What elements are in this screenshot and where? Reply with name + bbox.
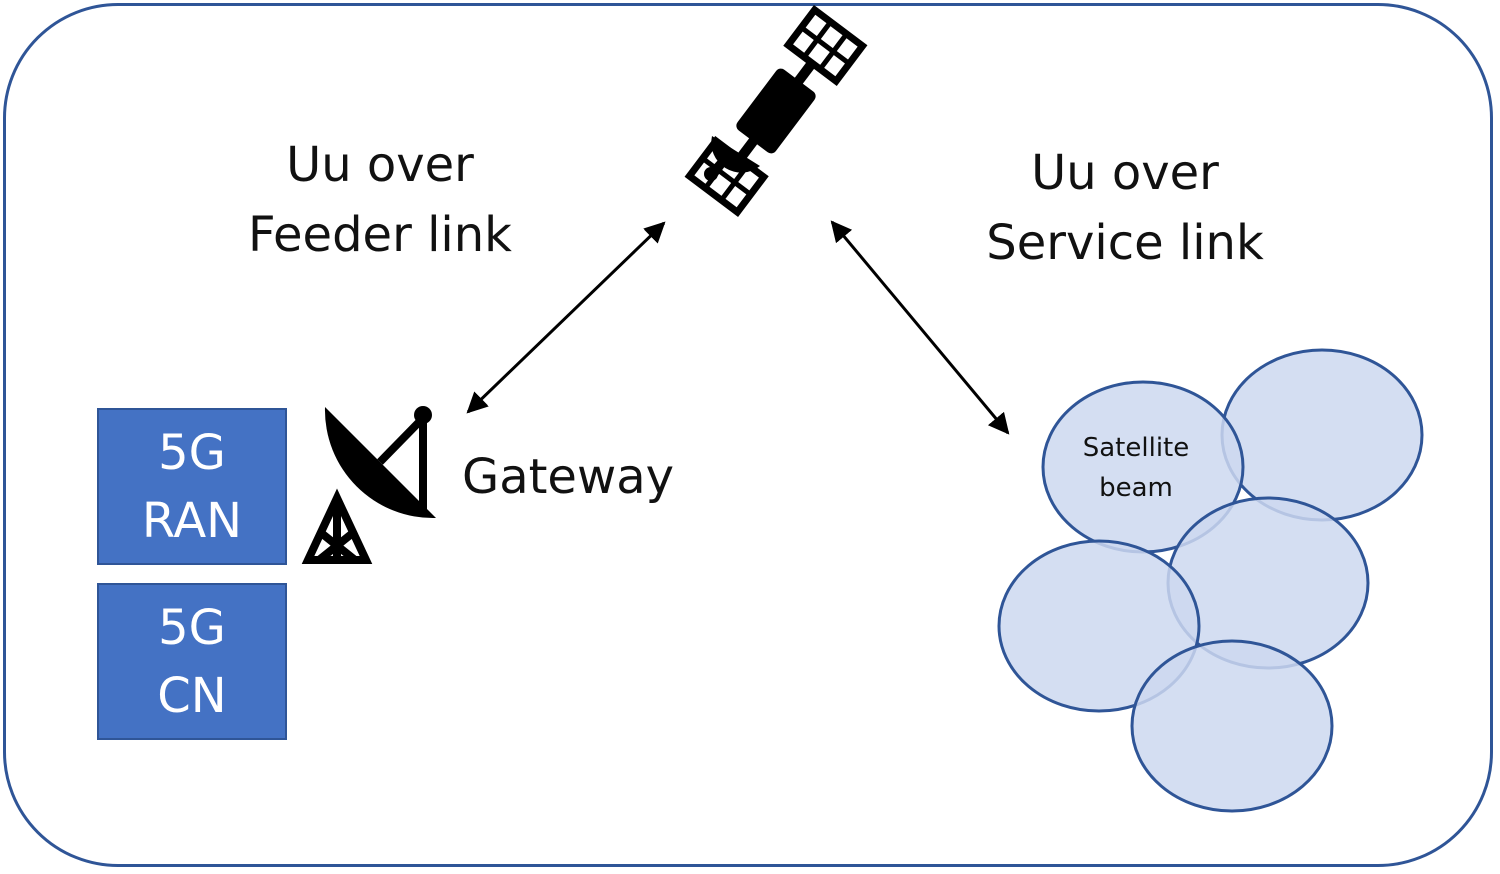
feeder-link-label: Uu over Feeder link [230,130,530,270]
service-link-label: Uu over Service link [965,138,1285,278]
service-link-arrow [830,220,1010,435]
beam-ellipse [1220,348,1424,522]
service-link-label-line1: Uu over [1031,145,1219,201]
feeder-link-label-line1: Uu over [286,137,474,193]
5g-ran-line1: 5G [158,424,226,481]
ground-station-dish-icon [301,406,436,564]
satellite-icon [684,4,868,218]
beam-ellipse [997,539,1201,713]
5g-ran-box: 5G RAN [97,408,287,565]
diagram-frame [3,3,1493,867]
satellite-beam-label-line1: Satellite [1082,433,1190,463]
satellite-beam-cluster [997,348,1424,813]
beam-ellipse [1130,639,1334,813]
5g-cn-line1: 5G [158,599,226,656]
gateway-label: Gateway [462,449,675,505]
feeder-link-arrow [466,221,666,414]
satellite-beam-label-line2: beam [1099,473,1173,503]
5g-ran-line2: RAN [141,492,243,549]
5g-cn-box: 5G CN [97,583,287,740]
satellite-beam-label: Satellite beam [1066,428,1206,508]
service-link-label-line2: Service link [986,215,1264,271]
5g-cn-line2: CN [157,667,227,724]
feeder-link-label-line2: Feeder link [248,207,512,263]
